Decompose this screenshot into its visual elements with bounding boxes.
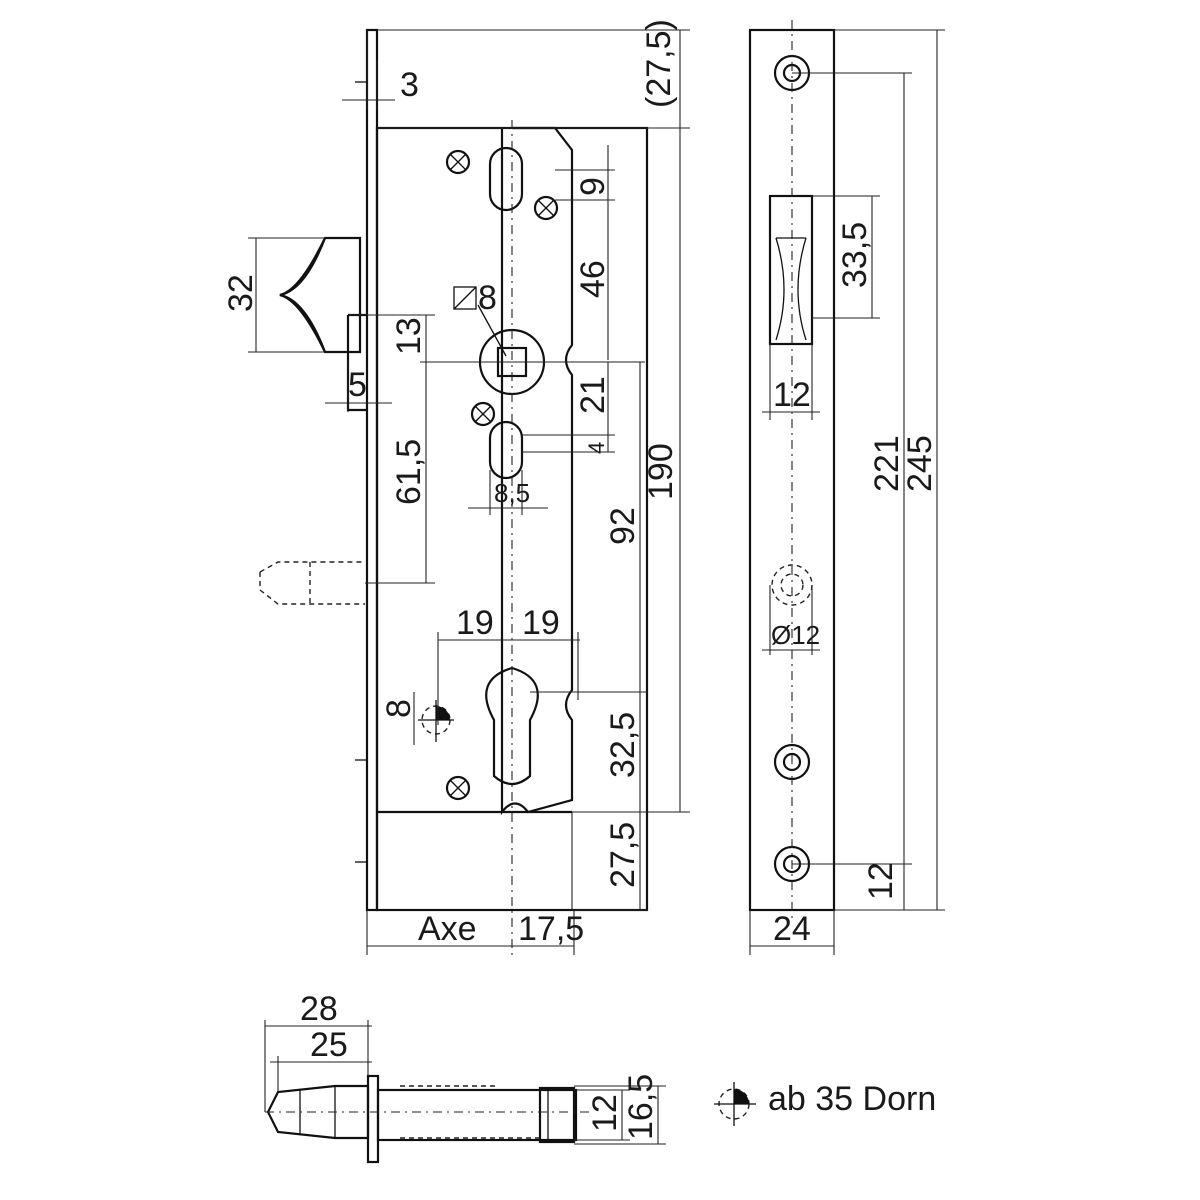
label-axe: Axe [418, 910, 477, 948]
dim-latch-window-width: 12 [773, 376, 811, 414]
dim-follower-offset: 46 [574, 260, 612, 298]
euro-cylinder-cutout [485, 666, 539, 786]
legend-note: ab 35 Dorn [768, 1080, 936, 1118]
square-symbol [453, 286, 507, 357]
dim-faceplate-length: 245 [901, 435, 939, 492]
dorn-legend-icon [714, 1082, 756, 1126]
lower-slot [488, 420, 524, 480]
deadbolt-hidden [259, 561, 365, 605]
dim-latch-gap: 13 [390, 317, 428, 355]
dim-slot-width: 8,5 [494, 478, 530, 508]
front-view: 3 (27,5) 190 9 46 21 4 8,5 [222, 19, 690, 958]
dim-case-height: 190 [642, 443, 680, 500]
legend: ab 35 Dorn [714, 1080, 936, 1126]
dim-cylinder-height: 32,5 [604, 712, 642, 778]
bolt-view: 28 25 12 16,5 [264, 990, 666, 1164]
dorn-marker [418, 700, 454, 742]
bolt-body [376, 1088, 578, 1142]
side-view: 33,5 12 Ø12 221 245 12 24 [748, 20, 945, 955]
screw-2 [533, 195, 559, 221]
dim-cylinder-hole: Ø12 [771, 620, 820, 650]
dim-follower-slot: 21 [574, 376, 612, 414]
upper-slot [488, 146, 524, 212]
dim-square-follower: 8 [478, 279, 497, 317]
dim-bolt-diameter: 12 [586, 1094, 624, 1132]
dim-follower-to-bolt: 61,5 [390, 439, 428, 505]
latch-bevel [279, 237, 326, 353]
screw-4 [445, 775, 471, 801]
dim-latch-window-height: 33,5 [836, 222, 874, 288]
latch-window [768, 194, 814, 346]
dim-backset-spacing: 92 [604, 507, 642, 545]
dim-cylinder-right: 19 [522, 604, 560, 642]
screw-3 [470, 401, 496, 427]
dim-dorn-offset: 8 [380, 699, 418, 718]
bolt-end-block [538, 1086, 576, 1144]
dim-axe-distance: 17,5 [518, 910, 584, 948]
dim-slot-offset: 4 [584, 442, 609, 454]
inner-plate [500, 126, 574, 816]
bolt-flange [366, 1074, 380, 1164]
dim-latch-height: 32 [222, 274, 260, 312]
dim-bottom-hole-offset: 12 [862, 862, 900, 900]
dim-latch-projection: 5 [348, 366, 367, 404]
dim-bolt-flange: 16,5 [622, 1074, 660, 1140]
dim-hole-spacing: 221 [868, 435, 906, 492]
faceplate [365, 28, 379, 912]
dim-faceplate-width: 24 [773, 910, 811, 948]
dim-cylinder-left: 19 [456, 604, 494, 642]
dim-top-offset: (27,5) [640, 19, 678, 108]
dim-faceplate-thickness: 3 [400, 66, 419, 104]
dim-bolt-head: 25 [310, 1026, 348, 1064]
dim-bottom-offset: 27,5 [604, 822, 642, 888]
dim-bolt-total: 28 [300, 990, 338, 1028]
screw-1 [445, 149, 471, 175]
dim-screw-spacing: 9 [574, 177, 612, 196]
